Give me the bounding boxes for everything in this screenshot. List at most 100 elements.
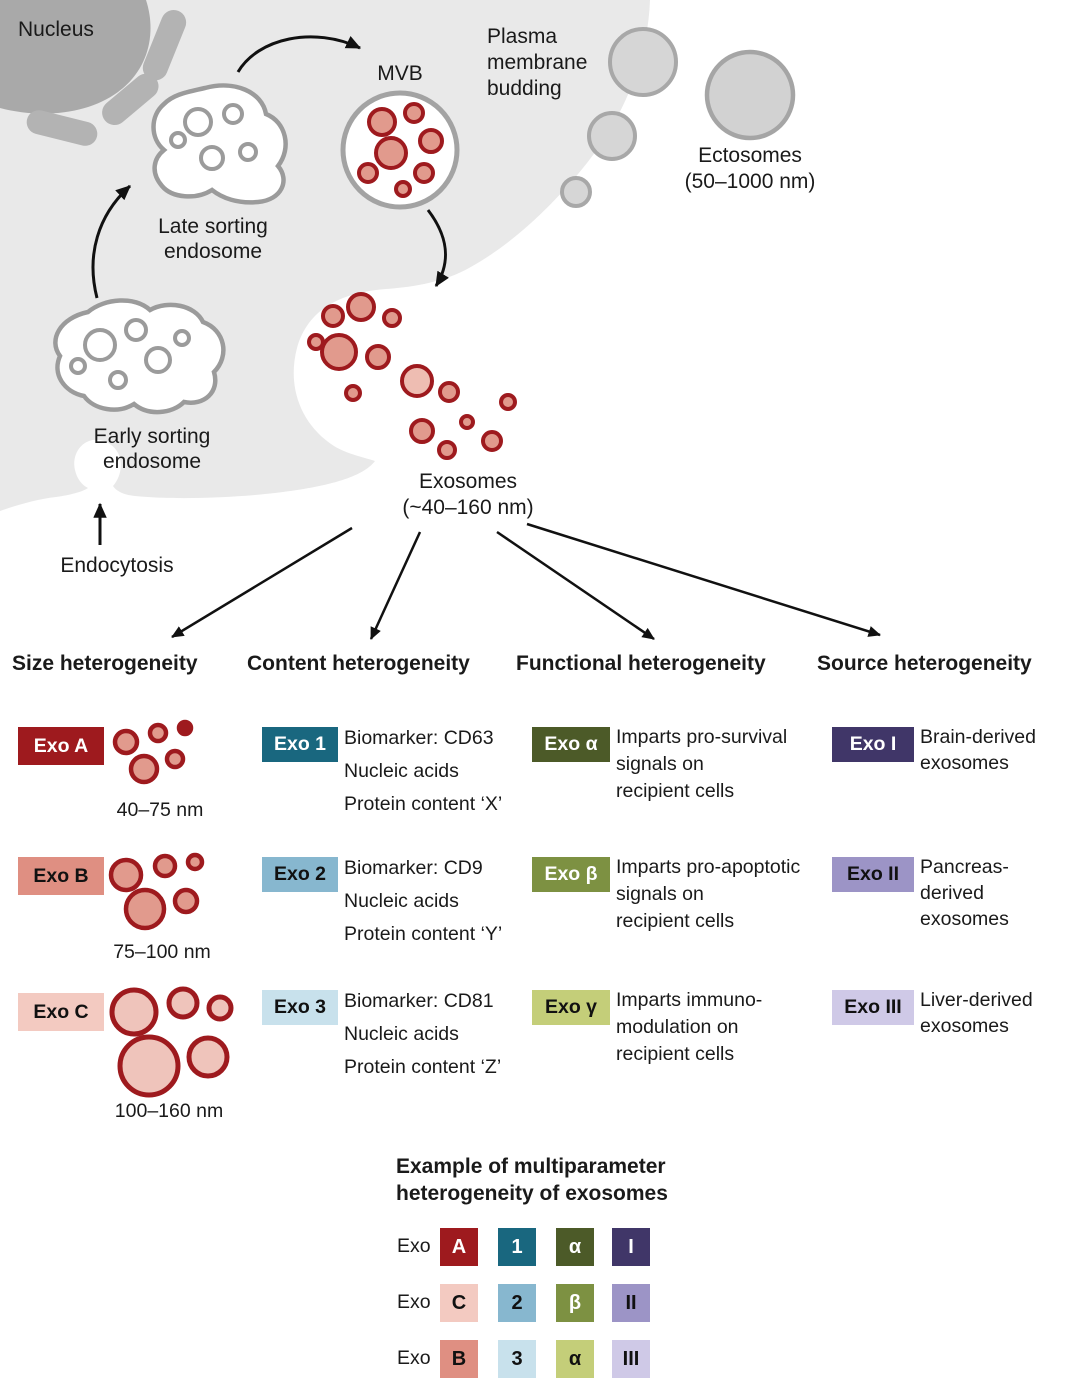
nucleus-shape xyxy=(0,0,151,114)
exo-c-size-range: 100–160 nm xyxy=(114,1100,224,1122)
fan-arrow-size xyxy=(171,526,353,639)
exo-a-size-range: 40–75 nm xyxy=(116,799,204,821)
exo-b-vesicle-cluster xyxy=(108,852,205,931)
exo-alpha-line1: Imparts pro-survival xyxy=(616,726,788,748)
exo-beta-badge: Exo β xyxy=(532,857,610,892)
exo-3-badge: Exo 3 xyxy=(262,990,338,1025)
early-endosome-vesicles xyxy=(69,318,191,390)
early-endosome-label-2: endosome xyxy=(103,450,201,473)
nucleus-label: Nucleus xyxy=(18,18,94,41)
example-title-line1: Example of multiparameter xyxy=(396,1155,666,1178)
exo-beta-description: Imparts pro-apoptotic signals on recipie… xyxy=(616,854,800,935)
example-cell-iii: III xyxy=(612,1340,650,1378)
exo-gamma-line3: recipient cells xyxy=(616,1043,735,1065)
exo-iii-badge: Exo III xyxy=(832,990,914,1025)
arrow-late-endosome-to-mvb xyxy=(236,35,362,73)
exo-3-line3: Protein content ‘Z’ xyxy=(344,1056,502,1078)
source-heterogeneity-header: Source heterogeneity xyxy=(817,652,1032,675)
size-heterogeneity-header: Size heterogeneity xyxy=(12,652,198,675)
exo-iii-line1: Liver-derived xyxy=(920,989,1033,1011)
exo-2-line3: Protein content ‘Y’ xyxy=(344,923,503,945)
late-endosome-vesicles xyxy=(169,103,258,171)
example-cell-beta: β xyxy=(556,1284,594,1322)
mvb-label: MVB xyxy=(377,62,423,85)
exosome-biogenesis-diagram: Nucleus MVB Late sorting endosome Plasma… xyxy=(0,0,881,641)
nuclear-envelope-segment xyxy=(142,9,187,81)
exo-2-line2: Nucleic acids xyxy=(344,890,459,912)
late-endosome-label-1: Late sorting xyxy=(158,215,268,238)
exo-b-badge: Exo B xyxy=(18,857,104,895)
example-cell-c: C xyxy=(440,1284,478,1322)
arrow-early-to-late-endosome xyxy=(91,184,132,299)
example-cell-alpha: α xyxy=(556,1228,594,1266)
exo-1-line2: Nucleic acids xyxy=(344,760,459,782)
endocytosis-label: Endocytosis xyxy=(60,554,173,577)
fan-arrow-source xyxy=(526,522,881,637)
arrow-mvb-to-release xyxy=(426,209,449,288)
exo-iii-line2: exosomes xyxy=(920,1015,1009,1037)
exo-beta-line2: signals on xyxy=(616,883,704,905)
example-title: Example of multiparameter heterogeneity … xyxy=(396,1153,668,1207)
exo-1-description: Biomarker: CD63 Nucleic acids Protein co… xyxy=(344,722,502,821)
example-cell-i: I xyxy=(612,1228,650,1266)
exo-ii-line3: exosomes xyxy=(920,908,1009,930)
exo-i-line1: Brain-derived xyxy=(920,726,1036,748)
functional-heterogeneity-header: Functional heterogeneity xyxy=(516,652,766,675)
early-endosome-label-1: Early sorting xyxy=(94,425,211,448)
plasma-budding-label-2: membrane xyxy=(487,51,587,74)
exo-gamma-description: Imparts immuno- modulation on recipient … xyxy=(616,987,762,1068)
exo-ii-badge: Exo II xyxy=(832,857,914,892)
exo-c-badge: Exo C xyxy=(18,993,104,1031)
exo-alpha-line2: signals on xyxy=(616,753,704,775)
exo-3-line1: Biomarker: CD81 xyxy=(344,990,494,1012)
example-cell-b: B xyxy=(440,1340,478,1378)
exo-b-size-range: 75–100 nm xyxy=(113,941,211,963)
example-cell-alpha-2: α xyxy=(556,1340,594,1378)
exo-1-line3: Protein content ‘X’ xyxy=(344,793,503,815)
plasma-budding-label-1: Plasma xyxy=(487,25,557,48)
exo-3-line2: Nucleic acids xyxy=(344,1023,459,1045)
fan-arrow-functional xyxy=(496,530,655,641)
example-cell-3: 3 xyxy=(498,1340,536,1378)
late-endosome-label-2: endosome xyxy=(164,240,262,263)
nuclear-envelope-segment xyxy=(102,73,159,126)
plasma-budding-label-3: budding xyxy=(487,77,562,100)
exo-beta-line3: recipient cells xyxy=(616,910,735,932)
exo-1-line1: Biomarker: CD63 xyxy=(344,727,494,749)
exo-beta-line1: Imparts pro-apoptotic xyxy=(616,856,801,878)
ectosomes-label-2: (50–1000 nm) xyxy=(685,170,816,193)
example-cell-1: 1 xyxy=(498,1228,536,1266)
example-cell-ii: II xyxy=(612,1284,650,1322)
example-row2-label: Exo xyxy=(397,1291,431,1313)
exo-i-line2: exosomes xyxy=(920,752,1009,774)
example-row3-label: Exo xyxy=(397,1347,431,1369)
ectosome-circle xyxy=(704,49,796,141)
fan-arrow-content xyxy=(369,531,422,640)
early-sorting-endosome xyxy=(53,298,226,415)
example-title-line2: heterogeneity of exosomes xyxy=(396,1182,668,1205)
example-row1-label: Exo xyxy=(397,1235,431,1257)
exo-alpha-line3: recipient cells xyxy=(616,780,735,802)
exo-i-description: Brain-derived exosomes xyxy=(920,724,1036,776)
exo-2-description: Biomarker: CD9 Nucleic acids Protein con… xyxy=(344,852,502,951)
content-heterogeneity-header: Content heterogeneity xyxy=(247,652,470,675)
example-cell-2: 2 xyxy=(498,1284,536,1322)
exosomes-label-1: Exosomes xyxy=(419,470,517,493)
exo-gamma-line2: modulation on xyxy=(616,1016,739,1038)
membrane-budding-vesicles xyxy=(560,27,678,208)
nuclear-envelope-segment xyxy=(26,110,98,146)
exosome-cluster xyxy=(307,292,517,460)
exo-a-vesicle-cluster xyxy=(112,719,194,785)
exo-gamma-badge: Exo γ xyxy=(532,990,610,1025)
exo-a-badge: Exo A xyxy=(18,727,104,765)
exo-3-description: Biomarker: CD81 Nucleic acids Protein co… xyxy=(344,985,501,1084)
exo-1-badge: Exo 1 xyxy=(262,727,338,762)
mvb-intraluminal-vesicles xyxy=(357,102,444,198)
exo-alpha-badge: Exo α xyxy=(532,727,610,762)
exosomes-label-2: (~40–160 nm) xyxy=(402,496,533,519)
exo-ii-description: Pancreas- derived exosomes xyxy=(920,854,1009,932)
exo-iii-description: Liver-derived exosomes xyxy=(920,987,1033,1039)
exo-gamma-line1: Imparts immuno- xyxy=(616,989,763,1011)
exo-c-vesicle-cluster xyxy=(109,986,234,1098)
